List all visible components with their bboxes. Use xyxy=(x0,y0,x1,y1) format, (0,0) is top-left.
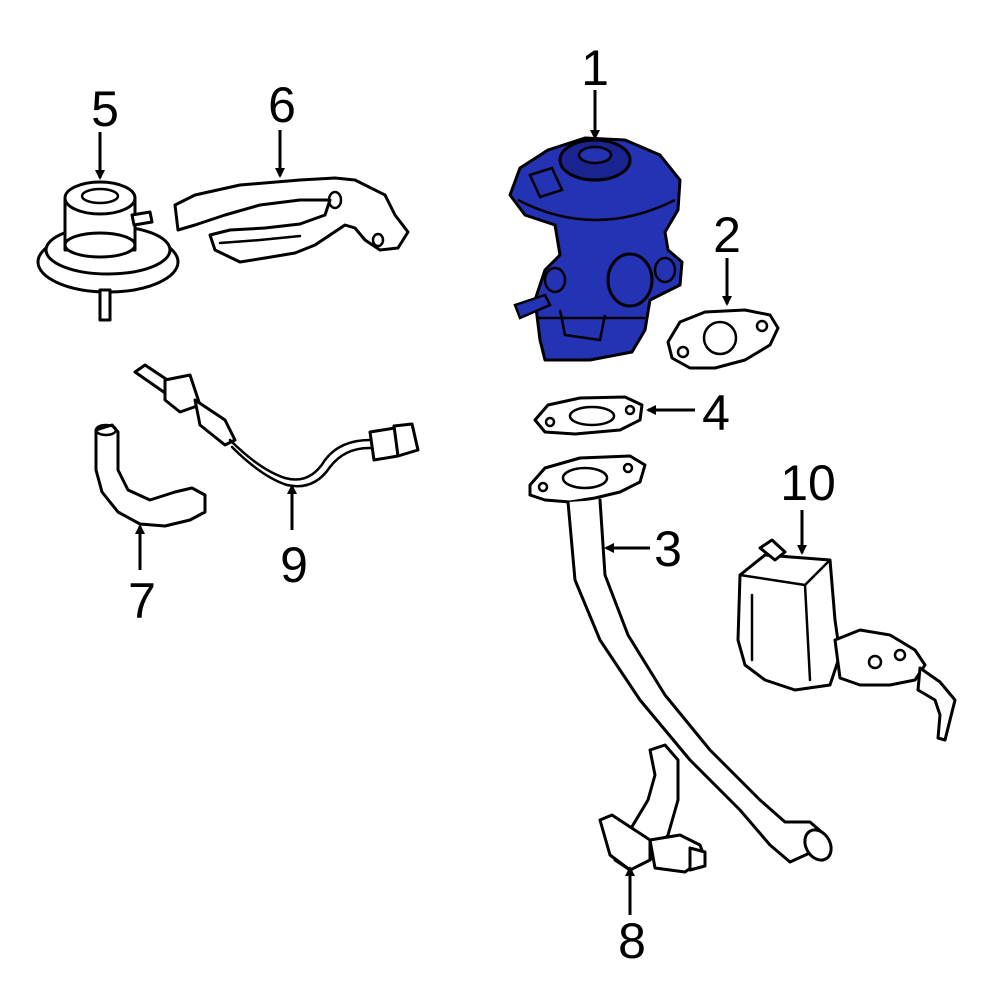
callout-labels: 1 2 3 4 5 6 7 8 9 10 xyxy=(91,40,836,969)
callout-10: 10 xyxy=(780,455,836,511)
part-5-vacuum-modulator[interactable] xyxy=(36,180,180,322)
callout-1: 1 xyxy=(581,40,609,96)
part-8-vsv[interactable] xyxy=(598,743,707,874)
part-2-gasket[interactable] xyxy=(666,308,780,370)
part-3-egr-pipe[interactable] xyxy=(528,454,836,865)
part-9-oxygen-sensor[interactable] xyxy=(133,363,420,488)
part-6-bracket[interactable] xyxy=(173,176,410,264)
callout-7: 7 xyxy=(128,573,156,629)
callout-leaders xyxy=(95,90,807,915)
part-10-canister[interactable] xyxy=(736,538,957,742)
part-4-gasket[interactable] xyxy=(533,395,644,436)
part-7-hose[interactable] xyxy=(94,423,207,528)
callout-8: 8 xyxy=(618,913,646,969)
part-1-egr-valve[interactable] xyxy=(508,136,684,362)
callout-2: 2 xyxy=(713,207,741,263)
callout-4: 4 xyxy=(702,385,730,441)
callout-5: 5 xyxy=(91,81,119,137)
callout-6: 6 xyxy=(268,77,296,133)
callout-9: 9 xyxy=(280,537,308,593)
callout-3: 3 xyxy=(654,521,682,577)
